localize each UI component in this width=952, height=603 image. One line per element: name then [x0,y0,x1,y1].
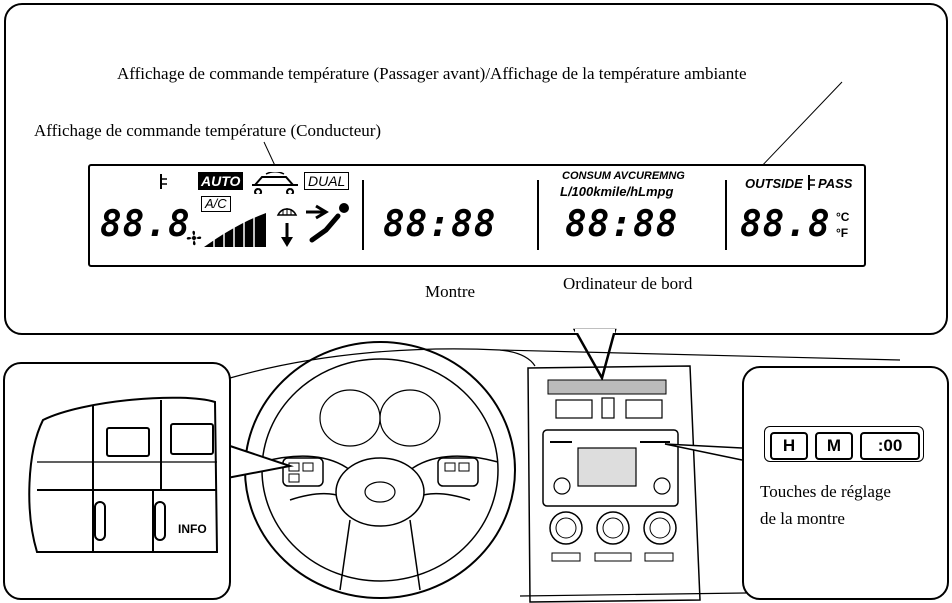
clock-readout: 88:88 [383,204,497,245]
lcd-divider [537,180,539,250]
recirculation-car-icon [250,171,300,199]
consumption-units: L/100kmile/hLmpg [560,184,674,199]
info-button[interactable]: INFO [178,522,207,536]
label-passenger-ambient: Affichage de commande température (Passa… [117,64,747,83]
fan-icon [184,228,204,253]
driver-temperature-readout: 88.8 [100,204,191,245]
label-driver: Affichage de commande température (Condu… [34,121,382,140]
steering-switch-drawing [28,396,219,553]
label-trip-computer: Ordinateur de bord [563,274,693,293]
airflow-person-icon [304,200,352,251]
center-console-drawing [527,365,701,603]
hour-button[interactable]: H [770,432,808,460]
label-clock-keys-line2: de la montre [760,509,845,528]
consumption-modes: CONSUM AVCUREMNG [562,170,685,182]
defrost-icon [276,205,298,256]
steering-wheel-drawing [244,341,516,599]
celsius-unit: °C [836,210,850,224]
dual-indicator: DUAL [304,172,350,190]
clock-keys-callout [742,366,949,600]
minute-button[interactable]: M [815,432,853,460]
ac-indicator: A/C [201,196,231,212]
trip-computer-readout: 88:88 [565,204,679,245]
thermometer-icon [158,173,168,191]
auto-indicator: AUTO [198,172,244,190]
reset-00-button[interactable]: :00 [860,432,920,460]
label-clock-keys-line1: Touches de réglage [760,482,891,501]
lcd-divider [362,180,364,250]
label-clock: Montre [425,282,476,301]
outside-indicator: OUTSIDE [745,176,803,191]
thermometer-icon [806,174,816,197]
pass-indicator: PASS [818,176,853,191]
lcd-divider [725,180,727,250]
fan-speed-bars-icon [204,211,270,254]
fahrenheit-unit: °F [836,226,849,240]
outside-temperature-readout: 88.8 [740,204,831,245]
clock-keys-frame [764,426,924,462]
